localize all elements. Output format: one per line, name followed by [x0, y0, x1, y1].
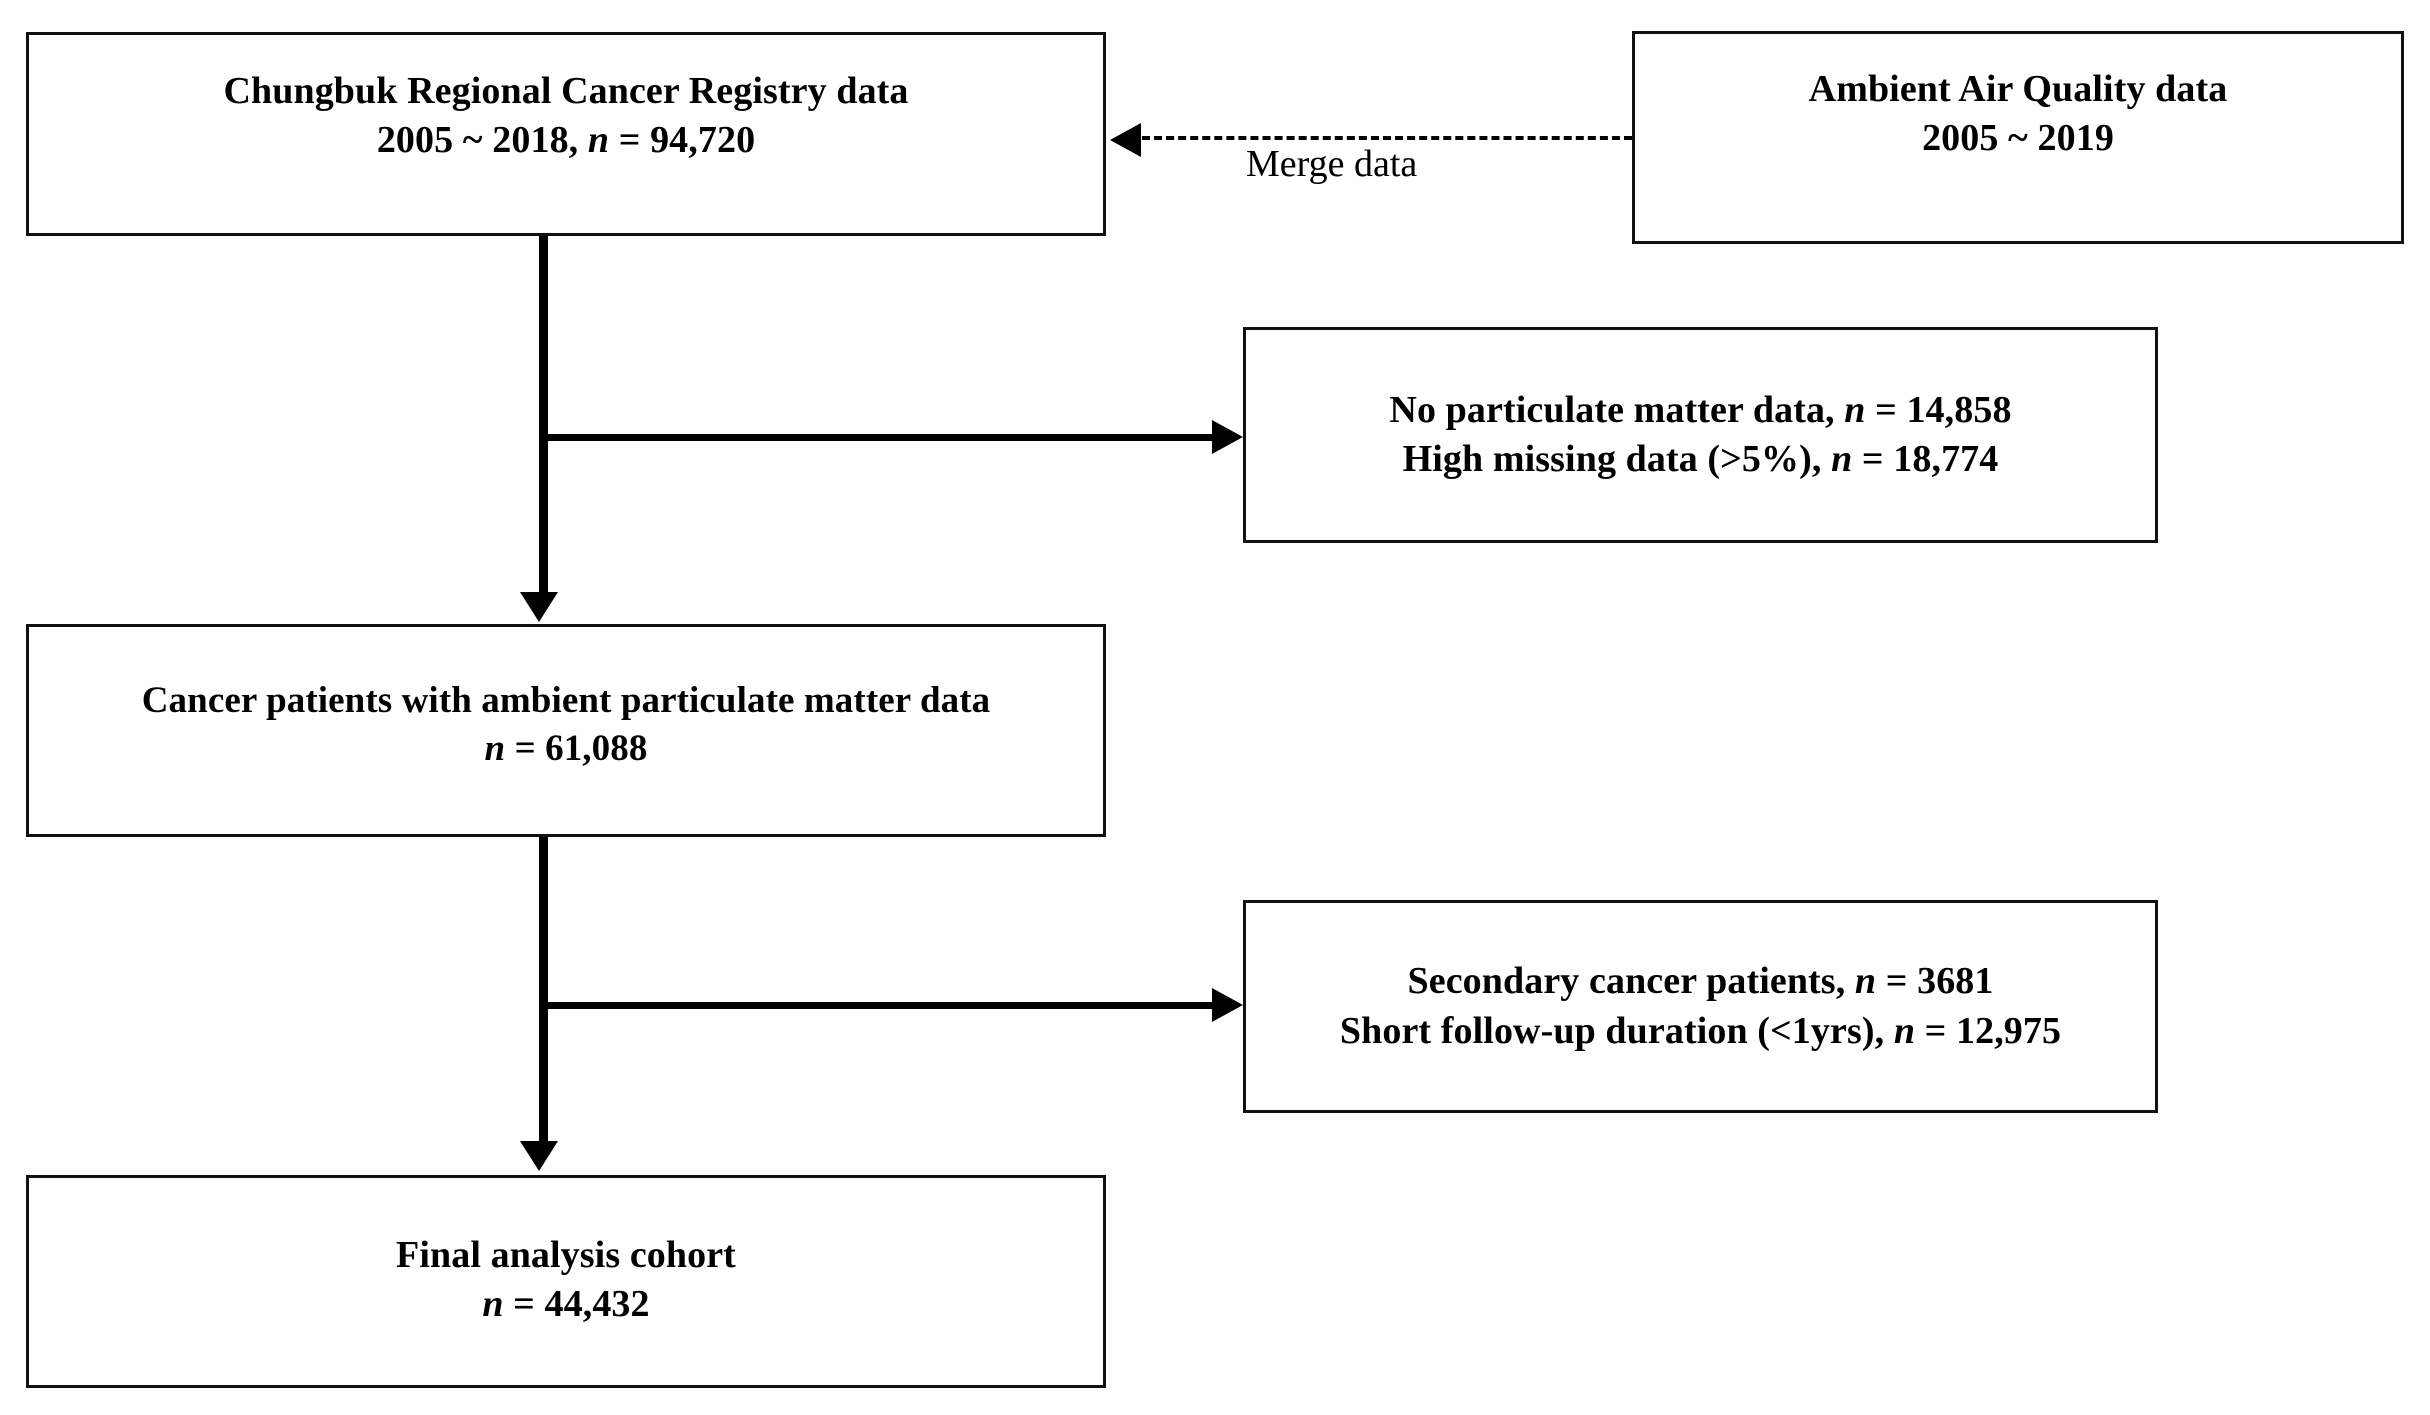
box-final-cohort: Final analysis cohort n = 44,432	[26, 1175, 1106, 1388]
exclusion-2-n-symbol-2: n	[1893, 1009, 1916, 1052]
box-cohort-n-value: = 61,088	[505, 728, 648, 770]
box-final-line-2: n = 44,432	[482, 1280, 649, 1329]
exclusion-2-n-value-1: = 3681	[1876, 960, 1994, 1003]
exclusion-1-reason-2: High missing data (>5%),	[1402, 438, 1832, 480]
box-air-line-2: 2005 ~ 2019	[1922, 117, 2114, 160]
box-exclusion-1: No particulate matter data, n = 14,858 H…	[1243, 327, 2158, 543]
exclusion-2-reason-2: Short follow-up duration (<1yrs),	[1339, 1009, 1894, 1052]
exclusion-2-reason-1: Secondary cancer patients,	[1407, 960, 1855, 1003]
box-source-n-symbol: n	[587, 119, 610, 162]
exclusion-1-reason-1: No particulate matter data,	[1389, 388, 1845, 431]
box-air-line-1: Ambient Air Quality data	[1808, 68, 2228, 110]
box-final-n-value: = 44,432	[503, 1283, 650, 1326]
box-cohort-n-symbol: n	[484, 728, 506, 770]
arrow-down-icon-cohort-to-final	[520, 1141, 558, 1171]
box-exclusion-1-line-1: No particulate matter data, n = 14,858	[1389, 386, 2011, 435]
box-source-line-1: Chungbuk Regional Cancer Registry data	[223, 70, 909, 112]
box-source-n-value: = 94,720	[609, 119, 756, 162]
box-exclusion-2-line-2: Short follow-up duration (<1yrs), n = 12…	[1340, 1007, 2061, 1056]
exclusion-2-n-symbol-1: n	[1854, 960, 1877, 1003]
arrow-down-icon-source-to-cohort	[520, 592, 558, 622]
box-source-registry: Chungbuk Regional Cancer Registry data 2…	[26, 32, 1106, 236]
merge-data-label: Merge data	[1246, 143, 1418, 185]
arrow-right-icon-exclusion-2	[1212, 988, 1243, 1022]
box-air-quality: Ambient Air Quality data 2005 ~ 2019	[1632, 31, 2404, 244]
box-source-years: 2005 ~ 2018,	[376, 119, 588, 162]
box-exclusion-2: Secondary cancer patients, n = 3681 Shor…	[1243, 900, 2158, 1113]
box-source-line-2: 2005 ~ 2018, n = 94,720	[377, 116, 755, 165]
exclusion-1-n-symbol-1: n	[1844, 388, 1866, 431]
connector-final-to-exclusion-2	[539, 1002, 1215, 1009]
connector-merge-dashed	[1142, 136, 1632, 140]
box-final-line-1: Final analysis cohort	[396, 1234, 736, 1276]
exclusion-1-n-value-2: = 18,774	[1852, 438, 1999, 480]
connector-cohort-to-exclusion-1	[539, 434, 1215, 441]
box-final-n-symbol: n	[482, 1283, 504, 1326]
exclusion-1-n-symbol-2: n	[1831, 438, 1853, 480]
connector-source-to-cohort	[539, 236, 548, 596]
exclusion-2-n-value-2: = 12,975	[1915, 1009, 2062, 1052]
box-cohort-line-2: n = 61,088	[485, 725, 648, 773]
box-exclusion-1-line-2: High missing data (>5%), n = 18,774	[1403, 435, 1999, 484]
exclusion-1-n-value-1: = 14,858	[1865, 388, 2012, 431]
arrow-right-icon-exclusion-1	[1212, 420, 1243, 454]
box-intermediate-cohort: Cancer patients with ambient particulate…	[26, 624, 1106, 837]
box-exclusion-2-line-1: Secondary cancer patients, n = 3681	[1408, 957, 1994, 1006]
connector-cohort-to-final	[539, 837, 548, 1145]
arrow-left-icon-merge	[1110, 123, 1141, 157]
box-cohort-line-1: Cancer patients with ambient particulate…	[141, 680, 991, 721]
